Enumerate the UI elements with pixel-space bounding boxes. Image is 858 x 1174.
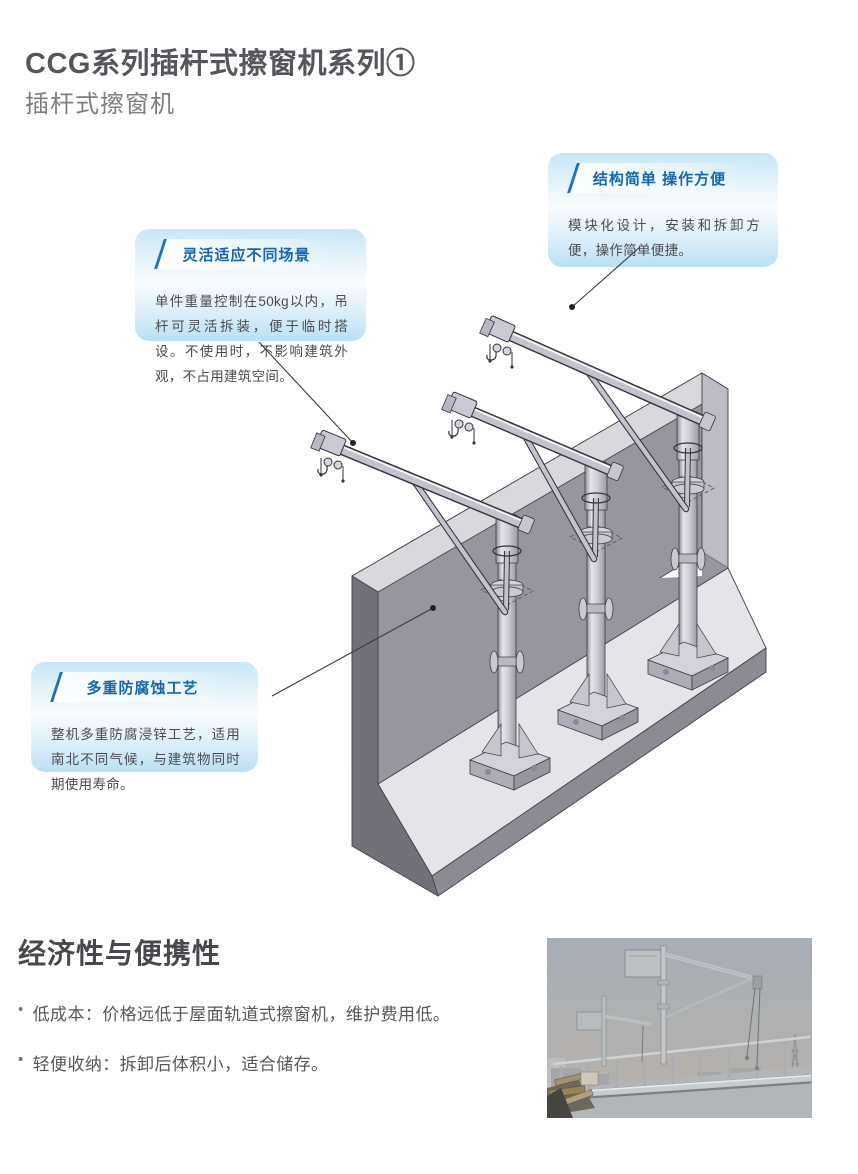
callout-body: 模块化设计，安装和拆卸方便，操作简单便捷。 xyxy=(568,218,760,258)
callout-title: 结构简单 操作方便 xyxy=(592,170,727,188)
callout-body: 单件重量控制在50kg以内，吊杆可灵活拆装，便于临时搭设。不使用时，不影响建筑外… xyxy=(155,294,348,384)
economy-heading: 经济性与便携性 xyxy=(18,938,222,969)
bullet-marker: • xyxy=(18,1051,24,1068)
bullet-low-cost: • 低成本：价格远低于屋面轨道式擦窗机，维护费用低。 xyxy=(18,1000,538,1025)
photo-davit-rear xyxy=(576,995,652,1067)
site-photo xyxy=(547,938,812,1118)
bullet-text: 低成本：价格远低于屋面轨道式擦窗机，维护费用低。 xyxy=(32,1005,451,1024)
callout-title-band: 灵活适应不同场景 xyxy=(154,239,336,269)
callout-structure-simple: 结构简单 操作方便 模块化设计，安装和拆卸方便，操作简单便捷。 xyxy=(548,153,778,267)
bullet-text: 轻便收纳：拆卸后体积小，适合储存。 xyxy=(32,1055,329,1074)
page-subtitle: 插杆式擦窗机 xyxy=(25,91,175,118)
economy-section: 经济性与便携性 • 低成本：价格远低于屋面轨道式擦窗机，维护费用低。 • 轻便收… xyxy=(18,932,538,1100)
photo-main-tube xyxy=(574,1074,812,1098)
callout-title-band: 结构简单 操作方便 xyxy=(567,163,749,193)
wall-base-strip xyxy=(378,552,728,784)
callout-body: 整机多重防腐浸锌工艺，适用南北不同气候，与建筑物同时期使用寿命。 xyxy=(51,727,240,792)
callout-title: 灵活适应不同场景 xyxy=(182,246,311,264)
callout-title-band: 多重防腐蚀工艺 xyxy=(50,672,232,702)
callout-title: 多重防腐蚀工艺 xyxy=(86,679,199,697)
wall-end-face xyxy=(701,372,729,569)
davit-machine-1 xyxy=(310,429,552,791)
callout-flexible-scenarios: 灵活适应不同场景 单件重量控制在50kg以内，吊杆可灵活拆装，便于临时搭设。不使… xyxy=(135,229,366,384)
photo-main-tube-highlight xyxy=(574,1074,812,1093)
photo-debris xyxy=(547,1071,599,1118)
page-title: CCG系列插杆式擦窗机系列① xyxy=(25,48,416,80)
callout-anti-corrosion: 多重防腐蚀工艺 整机多重防腐浸锌工艺，适用南北不同气候，与建筑物同时期使用寿命。 xyxy=(31,662,258,792)
davit-machine-2 xyxy=(441,391,640,741)
bullet-marker: • xyxy=(18,1001,24,1018)
davit-machine-3 xyxy=(479,315,730,691)
bullet-easy-storage: • 轻便收纳：拆卸后体积小，适合储存。 xyxy=(18,1050,538,1075)
photo-davit-front xyxy=(624,945,763,1071)
photo-top-rail xyxy=(552,1035,811,1066)
